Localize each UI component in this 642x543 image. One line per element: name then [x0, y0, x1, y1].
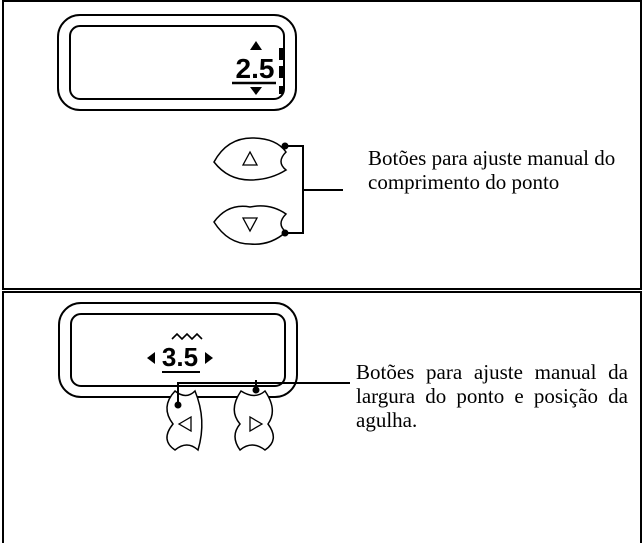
- width-left-indicator-icon: [147, 352, 155, 364]
- triangle-right-icon: [249, 415, 264, 433]
- length-display: 2.5: [57, 14, 297, 111]
- length-bar-indicator: [279, 48, 283, 60]
- length-down-indicator-icon: [250, 87, 262, 95]
- length-buttons-description: Botões para ajuste manual do comprimento…: [368, 146, 616, 194]
- triangle-left-icon: [177, 415, 192, 433]
- length-callout-lines: [281, 142, 343, 237]
- zigzag-stitch-icon: [171, 332, 203, 341]
- width-display: 3.5: [58, 302, 298, 398]
- triangle-down-icon: [241, 217, 259, 233]
- length-display-value: 2.5: [236, 53, 275, 84]
- stitch-length-panel: [2, 0, 642, 290]
- stitch-width-panel: [2, 291, 642, 543]
- width-callout-lines: [174, 380, 350, 409]
- triangle-up-icon: [241, 150, 259, 166]
- width-buttons-description: Botões para ajuste manual da largura do …: [356, 360, 628, 432]
- length-up-indicator-icon: [250, 41, 262, 50]
- width-display-value: 3.5: [162, 342, 198, 372]
- width-right-indicator-icon: [205, 352, 213, 364]
- length-increase-button[interactable]: [213, 137, 288, 181]
- width-left-button[interactable]: [166, 389, 203, 452]
- width-right-button[interactable]: [233, 389, 274, 452]
- length-decrease-button[interactable]: [213, 205, 288, 245]
